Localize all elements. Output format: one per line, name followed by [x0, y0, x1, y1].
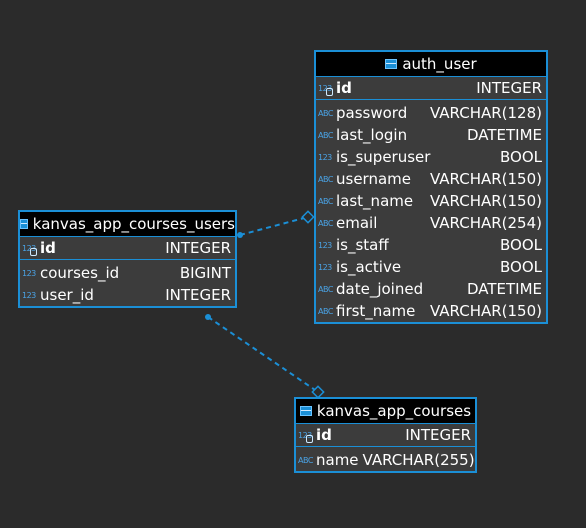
column-name: date_joined	[336, 280, 424, 298]
column-name: name	[316, 451, 359, 469]
column-type: DATETIME	[466, 280, 542, 298]
entity-header: auth_user	[316, 52, 546, 77]
link-courses-end-diamond	[311, 385, 325, 399]
column-name: is_superuser	[336, 148, 431, 166]
column-name: password	[336, 104, 408, 122]
column-name: id	[336, 79, 352, 97]
column-name: is_active	[336, 258, 402, 276]
numeric-key-icon: 123	[318, 84, 336, 96]
column-type: VARCHAR(255)	[362, 451, 475, 469]
table-icon	[299, 406, 312, 416]
column-type: BOOL	[500, 148, 542, 166]
column-name: last_login	[336, 126, 408, 144]
column-name: courses_id	[40, 264, 120, 282]
column-type: VARCHAR(254)	[429, 214, 542, 232]
column-name: username	[336, 170, 411, 188]
pk-row[interactable]: 123 id INTEGER	[20, 237, 235, 259]
column-name: id	[40, 239, 56, 257]
link-users-start-dot	[205, 314, 211, 320]
column-name: first_name	[336, 302, 416, 320]
pk-row[interactable]: 123 id INTEGER	[316, 77, 546, 99]
link-users-to-courses[interactable]	[207, 316, 319, 393]
numeric-type-icon: 123	[318, 240, 332, 250]
column-type: BOOL	[500, 258, 542, 276]
primary-key-section: 123 id INTEGER	[316, 77, 546, 100]
text-type-icon: ABC	[318, 108, 333, 118]
column-type: VARCHAR(128)	[429, 104, 542, 122]
text-type-icon: ABC	[318, 130, 333, 140]
table-icon	[20, 219, 28, 229]
pk-row[interactable]: 123 id INTEGER	[296, 424, 475, 446]
numeric-type-icon: 123	[22, 268, 36, 278]
entity-title: kanvas_app_courses	[316, 402, 472, 420]
primary-key-section: 123 id INTEGER	[20, 237, 235, 260]
column-type: INTEGER	[165, 239, 231, 257]
column-row[interactable]: 123 is_staff BOOL	[316, 234, 546, 256]
column-type: VARCHAR(150)	[429, 302, 542, 320]
numeric-key-icon: 123	[298, 431, 316, 443]
text-type-icon: ABC	[298, 455, 313, 465]
column-type: VARCHAR(150)	[429, 192, 542, 210]
text-type-icon: ABC	[318, 306, 333, 316]
numeric-type-icon: 123	[318, 152, 332, 162]
column-name: last_name	[336, 192, 414, 210]
text-type-icon: ABC	[318, 174, 333, 184]
column-name: id	[316, 426, 332, 444]
columns-section: 123 courses_id BIGINT 123 user_id INTEGER	[20, 260, 235, 306]
text-type-icon: ABC	[318, 284, 333, 294]
entity-header: kanvas_app_courses_users	[20, 212, 235, 237]
column-type: INTEGER	[165, 286, 231, 304]
column-row[interactable]: 123 is_superuser BOOL	[316, 146, 546, 168]
numeric-type-icon: 123	[318, 262, 332, 272]
column-type: VARCHAR(150)	[429, 170, 542, 188]
column-row[interactable]: 123 courses_id BIGINT	[20, 262, 235, 284]
text-type-icon: ABC	[318, 196, 333, 206]
entity-kanvas-app-courses-users[interactable]: kanvas_app_courses_users 123 id INTEGER …	[18, 210, 237, 308]
column-type: INTEGER	[476, 79, 542, 97]
entity-header: kanvas_app_courses	[296, 399, 475, 424]
table-icon	[385, 59, 398, 69]
text-type-icon: ABC	[318, 218, 333, 228]
column-type: BOOL	[500, 236, 542, 254]
primary-key-section: 123 id INTEGER	[296, 424, 475, 447]
numeric-type-icon: 123	[22, 290, 36, 300]
entity-title: auth_user	[402, 55, 477, 73]
column-name: is_staff	[336, 236, 389, 254]
column-type: INTEGER	[405, 426, 471, 444]
column-row[interactable]: 123 user_id INTEGER	[20, 284, 235, 306]
link-auth-user-end-diamond	[301, 210, 315, 224]
column-name: user_id	[40, 286, 94, 304]
entity-title: kanvas_app_courses_users	[32, 215, 235, 233]
numeric-key-icon: 123	[22, 244, 40, 256]
column-type: DATETIME	[466, 126, 542, 144]
column-name: email	[336, 214, 378, 232]
link-users-to-auth-user[interactable]	[239, 216, 309, 236]
column-type: BIGINT	[179, 264, 231, 282]
column-row[interactable]: 123 is_active BOOL	[316, 256, 546, 278]
link-users-end-dot	[237, 232, 243, 238]
